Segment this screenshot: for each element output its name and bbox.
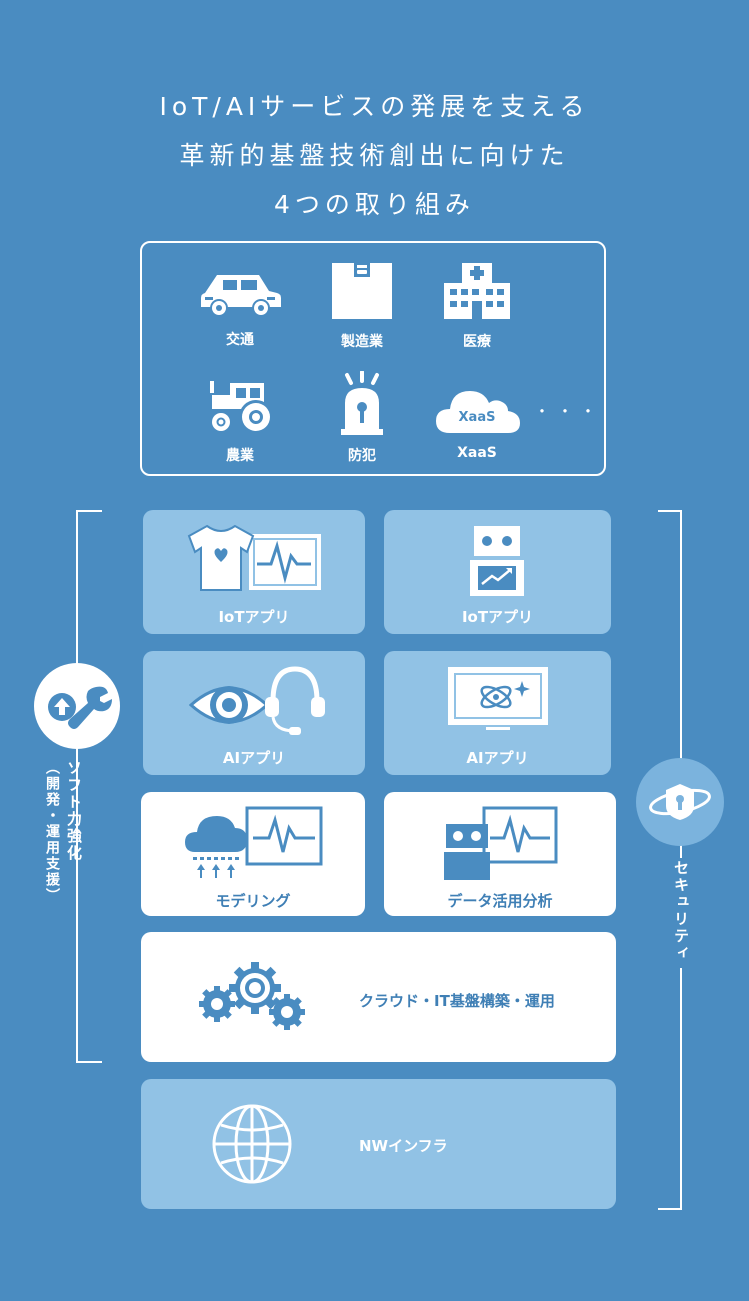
left-sub-label: （開発・運用支援） bbox=[42, 760, 62, 904]
left-circle bbox=[34, 663, 120, 749]
left-title: ソフト力強化 bbox=[65, 760, 83, 862]
tractor-icon bbox=[209, 381, 273, 434]
ai-app-block-2: AIアプリ bbox=[384, 651, 611, 775]
tshirt-monitor-icon bbox=[187, 524, 321, 591]
gears-icon bbox=[199, 962, 305, 1030]
box-icon bbox=[332, 263, 392, 319]
service-xaas: XaaS XaaS bbox=[422, 381, 532, 461]
modeling-label: モデリング bbox=[215, 892, 291, 910]
service-label: 医療 bbox=[463, 334, 491, 350]
eye-headset-icon bbox=[189, 666, 325, 735]
ai-app-label-1: AIアプリ bbox=[222, 749, 286, 767]
cloud-infra-label: クラウド・IT基盤構築・運用 bbox=[359, 992, 555, 1010]
alarm-icon bbox=[341, 371, 383, 435]
ai-app-label-2: AIアプリ bbox=[466, 749, 529, 767]
services-box: 交通 製造業 医療 bbox=[140, 241, 606, 476]
analysis-label: データ活用分析 bbox=[447, 892, 553, 910]
upload-wrench-icon bbox=[48, 686, 112, 729]
heading-line-1: IoT/AIサービスの発展を支える bbox=[159, 92, 590, 121]
hospital-icon bbox=[444, 263, 510, 319]
service-label: XaaS bbox=[457, 445, 497, 461]
service-label: 防犯 bbox=[348, 448, 376, 464]
globe-icon bbox=[212, 1104, 292, 1184]
iot-app-block-2: IoTアプリ bbox=[384, 510, 611, 634]
service-label: 製造業 bbox=[341, 334, 383, 350]
ai-app-block-1: AIアプリ bbox=[143, 651, 365, 775]
service-agriculture: 農業 bbox=[185, 379, 295, 465]
right-label: セキュリティ bbox=[671, 858, 692, 968]
service-label: 農業 bbox=[226, 448, 254, 464]
lock-orbit-icon bbox=[649, 784, 711, 820]
cloud-graph-icon bbox=[185, 806, 323, 878]
cloud-infra-block: クラウド・IT基盤構築・運用 bbox=[141, 932, 616, 1062]
robot-graph-icon bbox=[444, 806, 558, 880]
service-traffic: 交通 bbox=[185, 267, 295, 349]
atom-monitor-icon bbox=[448, 667, 548, 730]
service-medical: 医療 bbox=[422, 261, 532, 351]
car-icon bbox=[201, 275, 281, 317]
more-dots: ・・・ bbox=[534, 402, 604, 421]
iot-app-block-1: IoTアプリ bbox=[143, 510, 365, 634]
network-block: NWインフラ bbox=[141, 1079, 616, 1209]
service-manufacturing: 製造業 bbox=[307, 261, 417, 351]
left-bracket bbox=[76, 510, 102, 1063]
robot-chart-icon bbox=[470, 526, 524, 596]
analysis-block: データ活用分析 bbox=[384, 792, 616, 916]
iot-app-label-1: IoTアプリ bbox=[218, 608, 290, 626]
service-label: 交通 bbox=[226, 332, 254, 348]
right-circle bbox=[636, 758, 724, 846]
cloud-text: XaaS bbox=[459, 410, 496, 425]
modeling-block: モデリング bbox=[141, 792, 365, 916]
left-sub: （開発・運用支援） bbox=[44, 760, 60, 904]
heading-line-2: 革新的基盤技術創出に向けた bbox=[179, 141, 570, 170]
left-label: ソフト力強化 bbox=[64, 760, 85, 862]
cloud-icon: XaaS bbox=[436, 391, 520, 433]
iot-app-label-2: IoTアプリ bbox=[461, 608, 534, 626]
service-security: 防犯 bbox=[307, 371, 417, 465]
page-heading: IoT/AIサービスの発展を支える 革新的基盤技術創出に向けた 4つの取り組み bbox=[0, 82, 749, 229]
right-title: セキュリティ bbox=[672, 860, 690, 962]
network-label: NWインフラ bbox=[359, 1137, 448, 1155]
heading-line-3: 4つの取り組み bbox=[274, 190, 475, 219]
